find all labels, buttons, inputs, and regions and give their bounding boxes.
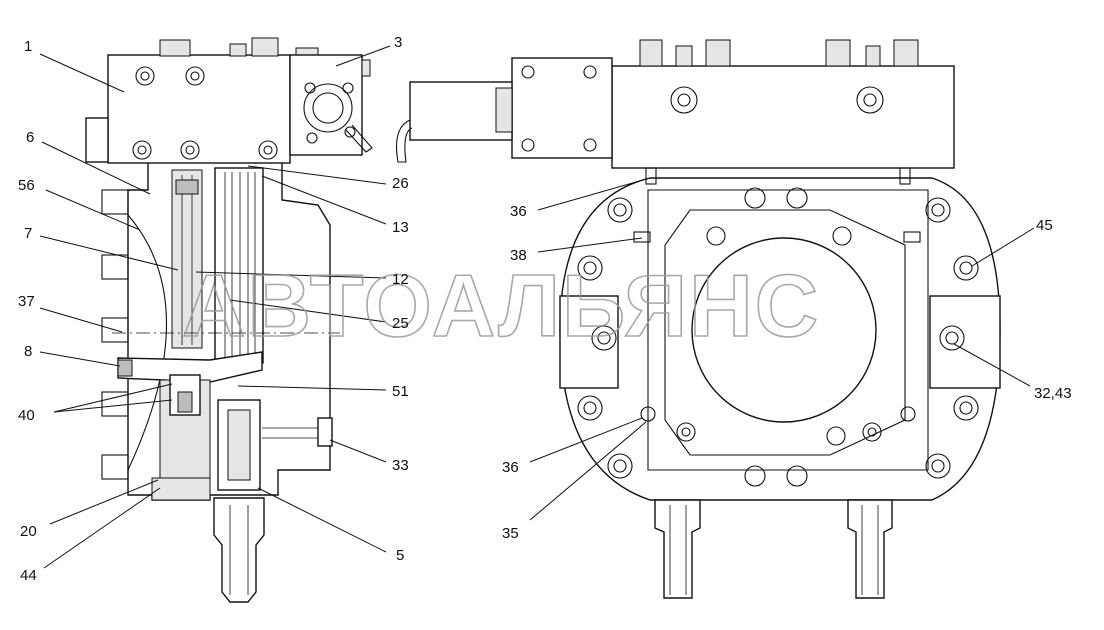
callout-32-43: 32,43 [1034, 385, 1072, 402]
callout-38: 38 [510, 247, 527, 264]
callout-6: 6 [26, 129, 34, 146]
callout-36-top: 36 [510, 203, 527, 220]
callout-51: 51 [392, 383, 409, 400]
callout-37: 37 [18, 293, 35, 310]
callout-20: 20 [20, 523, 37, 540]
callout-3: 3 [394, 34, 402, 51]
callout-7: 7 [24, 225, 32, 242]
callout-8: 8 [24, 343, 32, 360]
top-valve-block [611, 65, 955, 169]
callout-25: 25 [392, 315, 409, 332]
callout-44: 44 [20, 567, 37, 584]
callout-40: 40 [18, 407, 35, 424]
callout-26: 26 [392, 175, 409, 192]
watermark-text: АВТОАЛЬЯНС [182, 256, 820, 355]
callout-1: 1 [24, 38, 32, 55]
side-section-view [85, 37, 373, 603]
callout-12: 12 [392, 271, 409, 288]
callout-56: 56 [18, 177, 35, 194]
callout-35: 35 [502, 525, 519, 542]
solenoid [289, 54, 363, 156]
valve-block [107, 54, 291, 164]
callout-33: 33 [392, 457, 409, 474]
callout-13: 13 [392, 219, 409, 236]
leader-lines [39, 45, 1035, 569]
callout-labels: 1 3 6 56 7 37 8 40 20 44 26 13 12 25 51 … [18, 34, 1072, 584]
callout-36-bottom: 36 [502, 459, 519, 476]
callout-5: 5 [396, 547, 404, 564]
callout-45: 45 [1036, 217, 1053, 234]
front-view [395, 39, 1001, 599]
